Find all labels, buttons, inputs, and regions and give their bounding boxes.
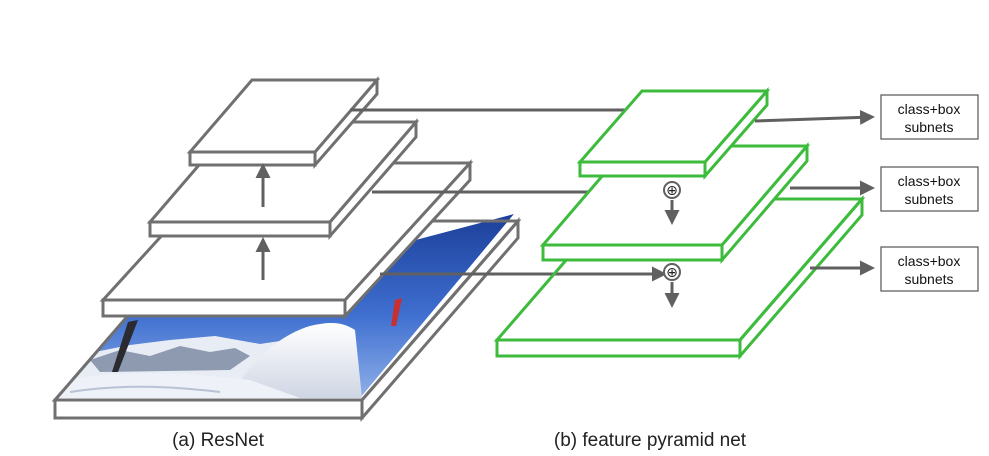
svg-text:class+box: class+box	[898, 101, 961, 117]
svg-text:subnets: subnets	[904, 271, 953, 287]
subnet-box-middle: class+box subnets	[880, 166, 979, 212]
caption-resnet: (a) ResNet	[172, 430, 265, 451]
output-arrow-top	[754, 109, 875, 125]
svg-text:class+box: class+box	[898, 173, 961, 189]
svg-text:class+box: class+box	[898, 253, 961, 269]
svg-text:subnets: subnets	[904, 191, 953, 207]
pyramid-level-p5	[576, 87, 771, 180]
svg-text:⊕: ⊕	[666, 264, 678, 280]
subnet-box-bottom: class+box subnets	[880, 246, 979, 292]
svg-text:⊕: ⊕	[666, 182, 678, 198]
svg-text:subnets: subnets	[904, 119, 953, 135]
merge-node-lower: ⊕	[663, 263, 681, 281]
merge-node-upper: ⊕	[663, 181, 681, 199]
subnet-box-top: class+box subnets	[880, 94, 979, 140]
input-image-slab	[51, 214, 522, 423]
feature-pyramid-stack: ⊕ ⊕	[493, 87, 866, 361]
resnet-stack	[51, 75, 522, 423]
resnet-level-c5	[186, 75, 381, 169]
caption-feature-pyramid: (b) feature pyramid net	[554, 430, 747, 451]
subnet-outputs: class+box subnets class+box subnets clas…	[754, 94, 979, 292]
